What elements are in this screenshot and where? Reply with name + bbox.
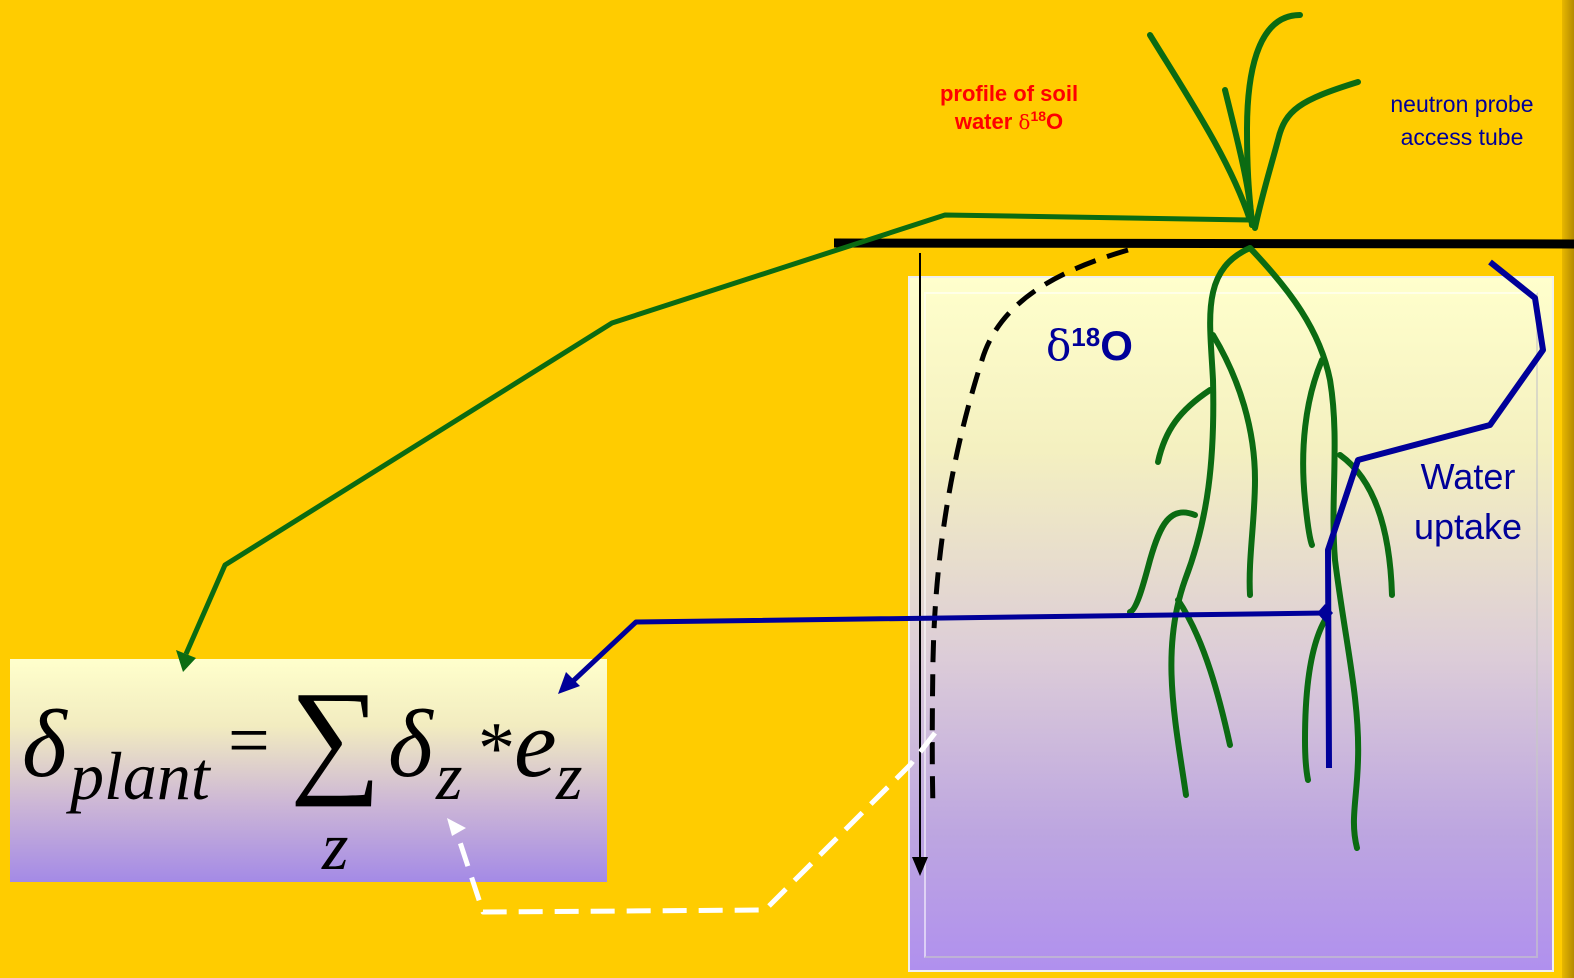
mixing-model-formula: δ plant = ∑ z δ z * e z — [18, 664, 603, 879]
formula-e-subscript: z — [556, 742, 582, 810]
water-uptake-label-line2: uptake — [1398, 502, 1538, 552]
ground-surface-line — [834, 243, 1574, 244]
formula-delta-z: δ — [388, 696, 433, 792]
formula-equals: = — [228, 704, 270, 778]
profile-label-sup: 18 — [1030, 108, 1046, 124]
neutron-probe-label-line1: neutron probe — [1360, 88, 1564, 121]
formula-e: e — [514, 696, 557, 792]
water-uptake-label: Water uptake — [1398, 452, 1538, 552]
soil-delta-sup: 18 — [1071, 322, 1100, 352]
formula-times: * — [478, 712, 515, 786]
formula-sum-index: z — [322, 812, 348, 880]
formula-delta-z-subscript: z — [436, 742, 462, 810]
profile-label-delta: δ — [1018, 110, 1030, 134]
profile-label-element: O — [1046, 109, 1063, 134]
formula-plant-subscript: plant — [70, 742, 210, 810]
formula-sum-symbol: ∑ — [290, 672, 381, 800]
plant-shoots — [1150, 15, 1358, 228]
neutron-probe-label: neutron probe access tube — [1360, 88, 1564, 154]
water-uptake-label-line1: Water — [1398, 452, 1538, 502]
soil-delta-element: O — [1100, 322, 1133, 369]
neutron-probe-label-line2: access tube — [1360, 121, 1564, 154]
profile-label-prefix: water — [955, 109, 1019, 134]
formula-delta-plant: δ — [22, 696, 67, 792]
plant-sample-arrow — [186, 215, 1250, 654]
profile-label-line1: profile of soil — [896, 80, 1122, 108]
plant-roots — [1130, 248, 1392, 848]
profile-label-line2: water δ18O — [896, 108, 1122, 138]
soil-delta18o-label: δ18O — [1046, 320, 1133, 377]
profile-label: profile of soil water δ18O — [896, 80, 1122, 138]
depth-axis-arrowhead — [912, 857, 928, 876]
soil-delta-symbol: δ — [1046, 321, 1071, 370]
